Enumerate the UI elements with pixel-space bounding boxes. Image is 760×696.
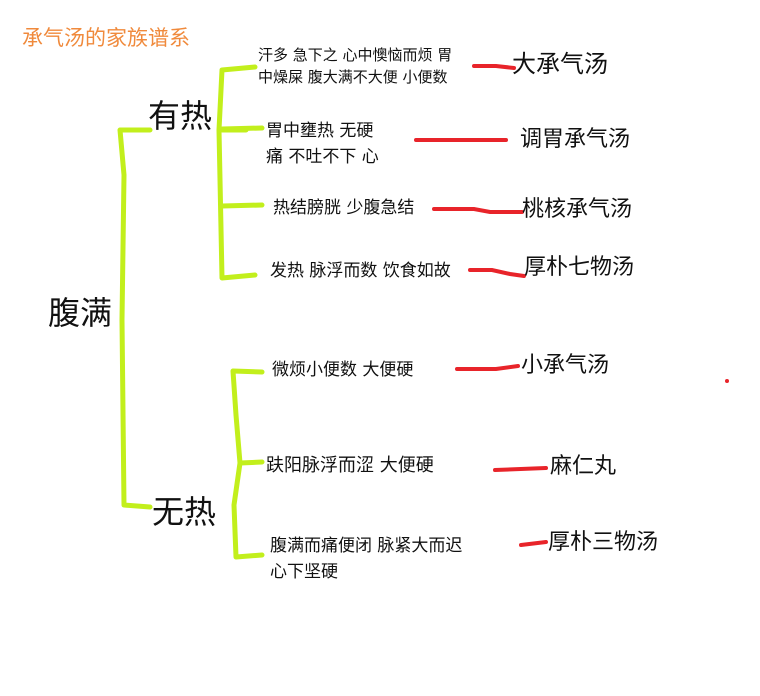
condition-7-line-1: 腹满而痛便闭 脉紧大而迟 — [270, 536, 463, 556]
formula-1: 大承气汤 — [512, 50, 608, 78]
formula-7: 厚朴三物汤 — [548, 530, 659, 555]
condition-3: 热结膀胱 少腹急结 — [273, 198, 415, 218]
cold-tick — [237, 459, 265, 466]
red-link-3 — [432, 207, 524, 214]
condition-4: 发热 脉浮而数 饮食如故 — [270, 261, 451, 281]
condition-7: 腹满而痛便闭 脉紧大而迟 心下坚硬 — [270, 533, 462, 585]
red-link-5 — [455, 364, 520, 371]
root-bracket — [117, 127, 153, 510]
formula-6: 麻仁丸 — [550, 454, 617, 479]
condition-2-line-2: 痛 不吐不下 心 — [266, 147, 379, 167]
condition-2: 胃中壅热 无硬 痛 不吐不下 心 — [266, 118, 379, 170]
branch-hot-label: 有热 — [148, 97, 213, 135]
hot-bracket — [216, 64, 258, 281]
condition-2-line-1: 胃中壅热 无硬 — [266, 121, 374, 141]
condition-1: 汗多 急下之 心中懊恼而烦 胃 中燥屎 腹大满不大便 小便数 — [258, 44, 452, 88]
stray-dot — [725, 379, 729, 383]
condition-5: 微烦小便数 大便硬 — [272, 360, 414, 380]
formula-3: 桃核承气汤 — [522, 197, 633, 222]
condition-1-line-2: 中燥屎 腹大满不大便 小便数 — [258, 68, 448, 86]
red-link-6 — [493, 466, 548, 472]
root-node: 腹满 — [48, 294, 113, 332]
branch-cold-label: 无热 — [152, 493, 217, 531]
formula-5: 小承气汤 — [521, 353, 610, 378]
red-link-1 — [472, 64, 516, 70]
diagram-title: 承气汤的家族谱系 — [22, 26, 190, 50]
formula-2: 调胃承气汤 — [520, 127, 631, 152]
condition-6: 趺阳脉浮而涩 大便硬 — [266, 455, 434, 476]
formula-4: 厚朴七物汤 — [524, 255, 635, 280]
condition-7-line-2: 心下坚硬 — [270, 562, 338, 582]
condition-1-line-1: 汗多 急下之 心中懊恼而烦 胃 — [258, 46, 453, 64]
hot-tick-3 — [219, 202, 265, 209]
red-link-4 — [468, 268, 526, 278]
red-link-7 — [519, 540, 548, 547]
